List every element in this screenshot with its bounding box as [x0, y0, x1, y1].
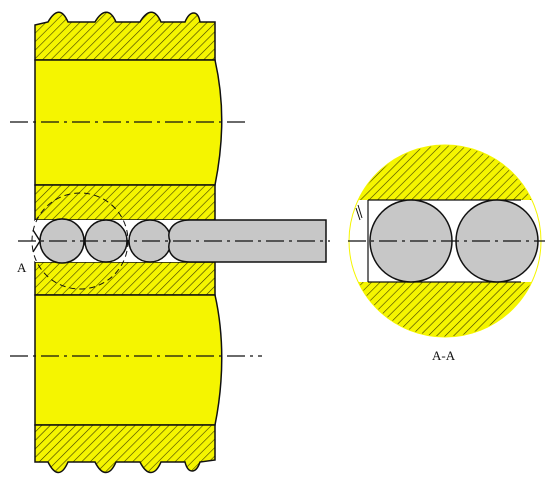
section-view-aa: [348, 144, 545, 338]
housing-upper: [34, 184, 216, 221]
section-arrow: [32, 229, 41, 253]
section-view-title: A-A: [432, 348, 456, 363]
main-section-view: [10, 11, 330, 474]
bottom-wheel-rim: [34, 424, 216, 474]
top-wheel-rim: [34, 11, 216, 61]
aa-notch: [355, 204, 363, 221]
bottom-wheel-body: [34, 294, 223, 426]
housing-lower: [34, 261, 216, 296]
section-mark-label: A: [17, 260, 27, 275]
